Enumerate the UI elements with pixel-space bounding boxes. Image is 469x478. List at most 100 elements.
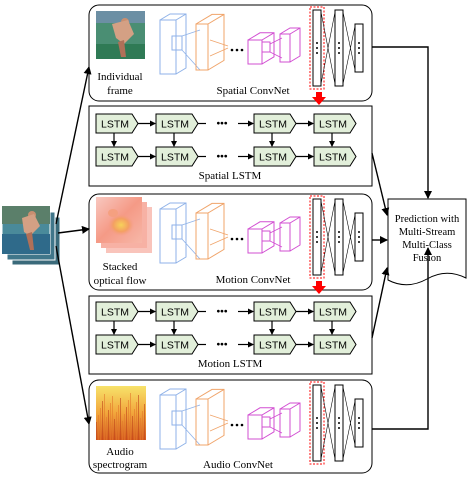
- conv-block-2-front: [195, 398, 209, 446]
- lstm-cell-shape: [253, 113, 297, 134]
- conv-proj-1: [181, 218, 201, 260]
- spatial-input-label-1: Individual: [97, 71, 142, 83]
- lstm-cell: LSTM: [155, 113, 199, 134]
- lstm-cell-label: LSTM: [259, 307, 287, 319]
- video-frame-thumbnail-icon: [96, 11, 145, 59]
- fc-dot: [338, 231, 340, 233]
- spatial-convnet-label: Spatial ConvNet: [216, 85, 289, 97]
- conv-proj-2: [209, 228, 229, 246]
- motion-convnet-label: Motion ConvNet: [216, 274, 291, 286]
- fc-dot: [358, 417, 360, 419]
- conv-block-2: [195, 202, 225, 260]
- lstm-cell: LSTM: [313, 113, 357, 134]
- spectrogram-band: [124, 414, 125, 440]
- lstm-cell-label: LSTM: [101, 152, 129, 164]
- conv-ellipsis-dot: [240, 48, 244, 52]
- lstm-cell-shape: [313, 301, 357, 322]
- fc-dot: [358, 241, 360, 243]
- lstm-cell-label: LSTM: [259, 340, 287, 352]
- conv-block-2-depth: [195, 13, 225, 71]
- spectrogram-band: [116, 412, 117, 440]
- conv-kernel-1: [171, 410, 183, 426]
- fc-dot: [358, 231, 360, 233]
- conv-ellipsis-dot: [235, 237, 239, 241]
- spatial-lstm-label: Spatial LSTM: [199, 170, 262, 182]
- lstm-ellipsis: •••: [216, 118, 227, 130]
- input-frame-front: [1, 205, 51, 255]
- lstm-cell: LSTM: [155, 146, 199, 167]
- conv-ellipsis-dot: [230, 423, 234, 427]
- conv-kernel-3: [261, 416, 271, 428]
- conv-block-4-depth: [279, 216, 301, 252]
- lstm-cell-shape: [253, 301, 297, 322]
- lstm-cell-shape: [253, 146, 297, 167]
- conv-block-4-front: [279, 222, 291, 252]
- fc-dot: [338, 241, 340, 243]
- conv-block-1-front: [159, 394, 177, 450]
- audio-input-label-1: Audio: [106, 446, 134, 458]
- conv-kernel-1: [171, 224, 183, 240]
- spatial-convnet-panel: Individual frame Spatial ConvNet: [88, 4, 373, 102]
- lstm-cell-shape: [313, 146, 357, 167]
- feature-extraction-arrows: [312, 92, 326, 294]
- conv-block-2-front: [195, 212, 209, 260]
- spectrogram-band: [102, 401, 103, 440]
- conv-block-4-depth: [279, 402, 301, 438]
- lstm-cell-label: LSTM: [319, 119, 347, 131]
- lstm-cell-shape: [155, 146, 199, 167]
- conv-block-1-depth: [159, 388, 187, 450]
- lstm-cell: LSTM: [95, 113, 139, 134]
- lstm-cell-shape: [95, 334, 139, 355]
- fc-dot: [358, 52, 360, 54]
- conv-block-1-front: [159, 19, 177, 75]
- conv-block-1: [159, 202, 187, 264]
- lstm-cell-shape: [95, 301, 139, 322]
- spectrogram-band: [96, 422, 97, 440]
- spectrogram-band: [142, 411, 143, 440]
- feature-layer-highlight: [309, 195, 325, 279]
- audio-convnet-layers: [159, 381, 364, 465]
- feature-layer-highlight: [309, 381, 325, 465]
- conv-block-3-depth: [247, 221, 275, 254]
- lstm-cell: LSTM: [253, 301, 297, 322]
- spatial-panel-border: [88, 4, 373, 102]
- conv-ellipsis-dot: [235, 423, 239, 427]
- spectrogram-band: [128, 400, 129, 440]
- fc-connections: [320, 11, 356, 85]
- lstm-cell-label: LSTM: [101, 119, 129, 131]
- conv-block-1: [159, 13, 187, 75]
- conv-block-3-front: [247, 228, 263, 254]
- audio-convnet-label: Audio ConvNet: [203, 459, 273, 471]
- conv-ellipsis-dot: [240, 237, 244, 241]
- lstm-cell: LSTM: [313, 334, 357, 355]
- lstm-cell-shape: [95, 146, 139, 167]
- fc-connections: [320, 386, 356, 460]
- fc-dot: [316, 422, 318, 424]
- fc-dot: [358, 42, 360, 44]
- conv-block-1: [159, 388, 187, 450]
- lstm-cell-label: LSTM: [161, 119, 189, 131]
- fc-dot: [358, 427, 360, 429]
- spectrogram-band: [98, 415, 99, 440]
- conv-block-4-front: [279, 33, 291, 63]
- spectrogram-band: [132, 416, 133, 440]
- fc-dot: [338, 42, 340, 44]
- spatial-input-label-2: frame: [107, 85, 133, 97]
- fusion-line-1: Prediction with: [395, 214, 460, 225]
- fc-dot: [358, 47, 360, 49]
- audio-input-label-2: spectrogram: [93, 459, 148, 471]
- conv-block-2: [195, 388, 225, 446]
- spectrogram-band: [138, 395, 139, 440]
- spatial-feature-arrow: [312, 92, 326, 105]
- spectrogram-band: [104, 394, 105, 440]
- conv-block-3-front: [247, 39, 263, 65]
- spectrogram-band: [120, 398, 121, 440]
- conv-block-1-depth: [159, 13, 187, 75]
- lstm-cell-label: LSTM: [259, 119, 287, 131]
- fusion-input-arrows: [371, 46, 432, 430]
- conv-block-4: [279, 27, 301, 63]
- lstm-cell: LSTM: [95, 301, 139, 322]
